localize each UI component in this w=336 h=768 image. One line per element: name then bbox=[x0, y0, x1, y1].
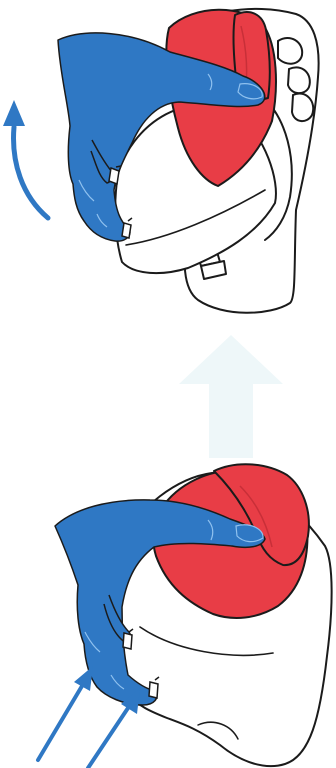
step-1-group bbox=[3, 8, 320, 314]
hand-top-thumb-nail bbox=[237, 83, 263, 100]
curved-motion-arrow bbox=[11, 124, 51, 221]
hand-top-crease-3 bbox=[78, 179, 95, 202]
hand-top-crease-2 bbox=[96, 213, 108, 228]
bottom-pin-1 bbox=[122, 628, 134, 650]
device-bottom-seam-line bbox=[197, 721, 239, 740]
device-window-1 bbox=[277, 36, 304, 65]
hand-bottom bbox=[54, 499, 266, 706]
hand-bottom-thumb-nail bbox=[235, 524, 264, 543]
step-2-group bbox=[36, 463, 333, 768]
hand-bottom-crease-3 bbox=[84, 631, 101, 653]
curved-arrow-head bbox=[3, 100, 25, 126]
step-direction-arrow bbox=[179, 335, 283, 458]
device-latch-bottom bbox=[200, 260, 227, 280]
removed-shell-inner-line bbox=[125, 189, 266, 246]
push-arrow-2 bbox=[86, 706, 130, 768]
hand-top-crease-1 bbox=[207, 73, 213, 91]
hand-bottom-crease-2 bbox=[110, 674, 125, 690]
red-cover-bottom-shadow-line bbox=[239, 485, 273, 548]
large-up-arrow-icon bbox=[179, 335, 283, 458]
device-back-inner-line bbox=[261, 95, 293, 241]
push-arrow-2-head bbox=[121, 688, 140, 714]
top-pin-1 bbox=[108, 165, 122, 186]
bottom-pin-2 bbox=[148, 676, 160, 699]
device-window-2 bbox=[286, 66, 311, 95]
device-bottom-inner-line bbox=[139, 626, 274, 657]
hand-bottom-crease-1 bbox=[207, 519, 214, 541]
device-window-3 bbox=[290, 92, 315, 122]
push-arrow-1 bbox=[36, 684, 84, 762]
push-arrow-1-head bbox=[74, 666, 93, 691]
top-pin-2 bbox=[121, 217, 133, 239]
